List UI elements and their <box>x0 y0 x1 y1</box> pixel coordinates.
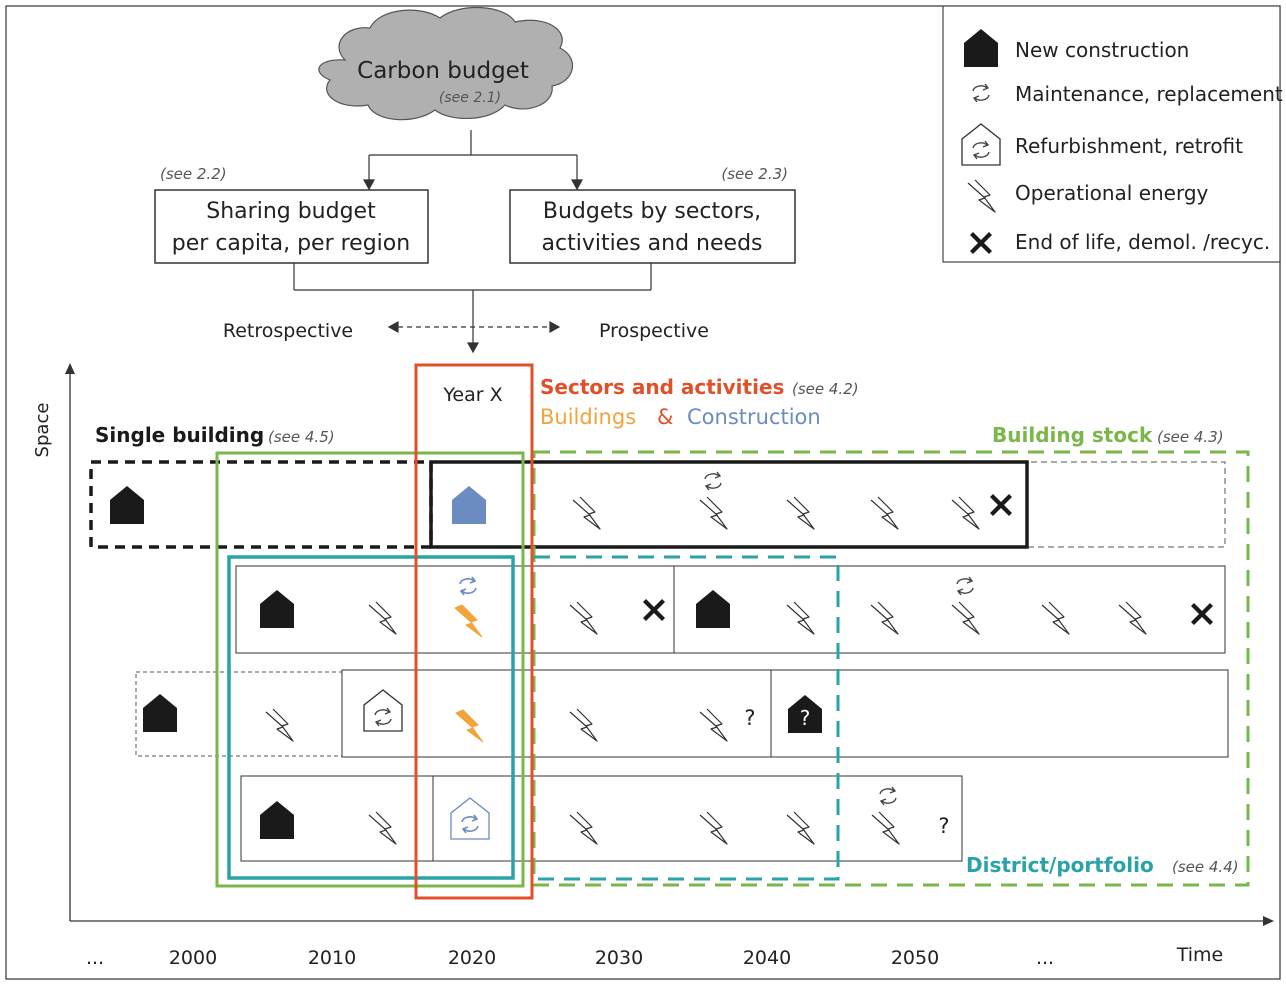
sectors-amp: & <box>657 405 673 429</box>
house-icon <box>260 801 294 839</box>
lightning-icon <box>569 811 598 845</box>
y-axis-label: Space <box>32 403 53 458</box>
legend-label: New construction <box>1015 38 1189 62</box>
building-stock-label: Building stock <box>992 423 1153 447</box>
outer-frame <box>5 5 1281 980</box>
lightning-icon <box>786 496 815 530</box>
x-tick-label: 2040 <box>743 947 791 969</box>
lightning-icon <box>951 496 980 530</box>
carbon-budget-cloud: Carbon budget (see 2.1) <box>318 7 574 121</box>
legend-label: Maintenance, replacement <box>1015 82 1283 106</box>
district-label: District/portfolio <box>966 853 1154 877</box>
connectors <box>293 130 652 354</box>
district-solid-box <box>227 555 515 880</box>
x-axis-label: Time <box>1176 944 1224 966</box>
cross-icon <box>1191 603 1213 625</box>
cross-icon <box>643 599 665 621</box>
unknown-mark: ? <box>800 706 811 730</box>
cycle-icon <box>879 786 897 806</box>
lightning-icon <box>871 811 900 845</box>
cycle-icon <box>956 576 974 596</box>
unknown-mark: ? <box>744 706 755 730</box>
lightning-icon <box>786 601 815 635</box>
unknown-mark: ? <box>938 814 949 838</box>
district-ref: (see 4.4) <box>1172 858 1239 876</box>
x-tick-label: 2000 <box>169 947 217 969</box>
lightning-icon <box>368 811 397 845</box>
lightning-icon <box>572 496 601 530</box>
lightning-icon <box>951 601 980 635</box>
sectors-title: Sectors and activities <box>540 375 784 399</box>
sectors-box-line1: Budgets by sectors, <box>543 199 761 224</box>
sectors-box-ref: (see 2.3) <box>721 165 788 183</box>
building-stock-solid-box <box>215 451 525 888</box>
single-building-ref: (see 4.5) <box>268 428 335 446</box>
single-building-label: Single building <box>95 423 264 447</box>
lightning-icon <box>870 601 899 635</box>
lightning-icon <box>569 601 598 635</box>
lightning-icon <box>265 708 294 742</box>
lightning-icon <box>786 811 815 845</box>
legend-label: Refurbishment, retrofit <box>1015 134 1243 158</box>
house-icon <box>110 486 144 524</box>
sectors-buildings: Buildings <box>540 405 636 429</box>
year-x-box <box>414 363 534 900</box>
sharing-ref: (see 2.2) <box>160 165 227 183</box>
cycle-icon <box>704 471 722 491</box>
cloud-title: Carbon budget <box>357 58 529 84</box>
house-icon <box>452 486 486 524</box>
lightning-icon <box>455 709 484 743</box>
axes: Space Time ... 2000 2010 2020 2030 2040 … <box>32 363 1274 969</box>
legend: New construction Maintenance, replacemen… <box>942 5 1283 263</box>
lightning-icon <box>699 496 728 530</box>
x-tick-label: ... <box>86 947 104 969</box>
sharing-line2: per capita, per region <box>172 231 410 256</box>
lightning-icon <box>1041 601 1070 635</box>
lightning-icon <box>1118 601 1147 635</box>
house-icon <box>696 590 730 628</box>
sectors-budget-box: (see 2.3) Budgets by sectors, activities… <box>509 165 796 264</box>
cycle-icon <box>459 576 477 596</box>
house-icon <box>143 694 177 732</box>
lightning-icon <box>569 708 598 742</box>
lightning-icon <box>454 604 483 638</box>
prospective-label: Prospective <box>599 320 709 342</box>
building-stock-box <box>532 450 1250 887</box>
house-icon <box>260 590 294 628</box>
legend-label: End of life, demol. /recyc. <box>1015 230 1270 254</box>
sectors-construction: Construction <box>687 405 821 429</box>
sectors-box-line2: activities and needs <box>542 231 763 256</box>
building-stock-ref: (see 4.3) <box>1157 428 1224 446</box>
x-tick-label: 2010 <box>308 947 356 969</box>
cross-icon <box>990 494 1012 516</box>
lightning-icon <box>870 496 899 530</box>
x-tick-label: ... <box>1036 947 1054 969</box>
lightning-icon <box>699 811 728 845</box>
sectors-ref: (see 4.2) <box>792 380 859 398</box>
sharing-line1: Sharing budget <box>206 199 376 224</box>
lightning-icon <box>368 601 397 635</box>
sharing-budget-box: (see 2.2) Sharing budget per capita, per… <box>154 165 429 264</box>
x-tick-label: 2030 <box>595 947 643 969</box>
single-building-box <box>429 460 1029 549</box>
cloud-ref: (see 2.1) <box>439 90 501 106</box>
lightning-icon <box>699 708 728 742</box>
legend-label: Operational energy <box>1015 181 1209 205</box>
row-boxes <box>135 461 1229 862</box>
year-x-label: Year X <box>442 384 502 406</box>
x-tick-label: 2020 <box>448 947 496 969</box>
refurb-icon <box>450 797 490 840</box>
retrospective-label: Retrospective <box>223 320 353 342</box>
x-tick-label: 2050 <box>891 947 939 969</box>
